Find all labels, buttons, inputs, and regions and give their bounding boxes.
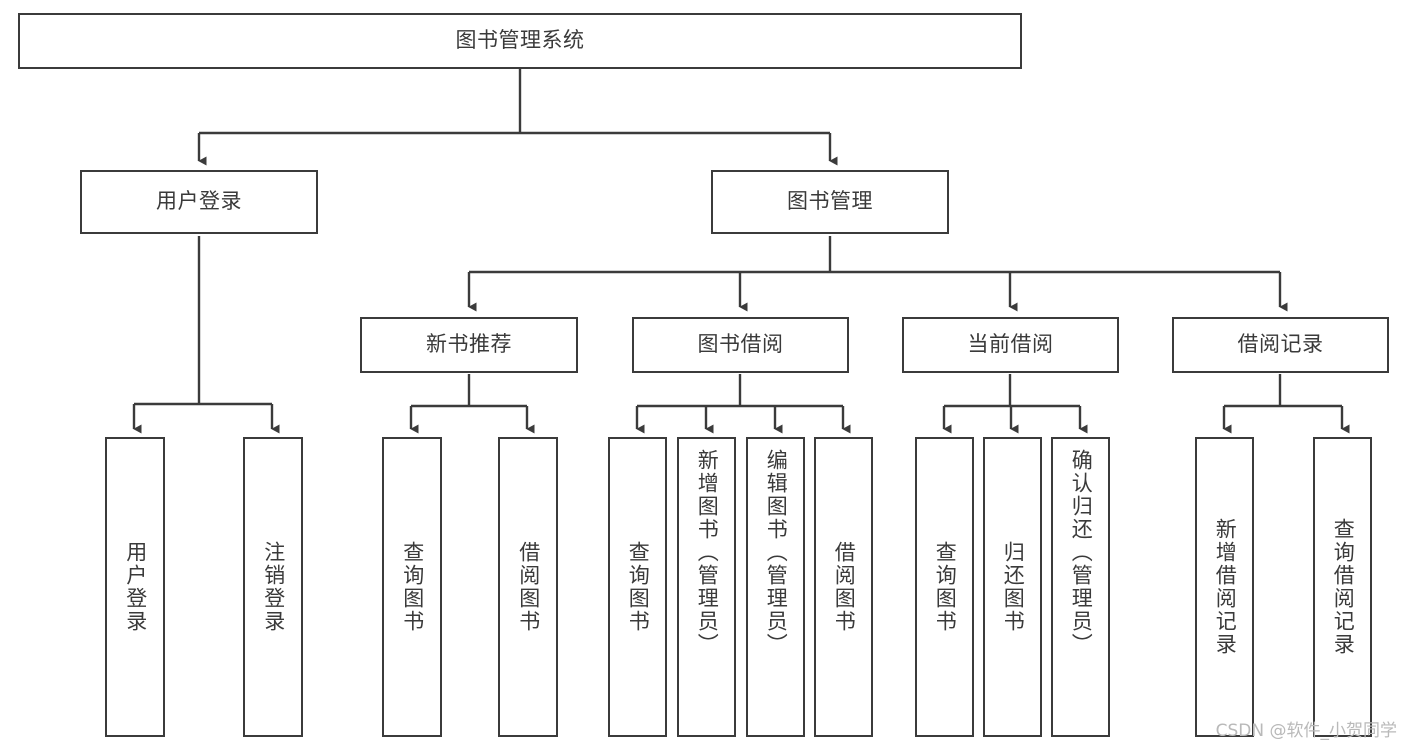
node-label: 用户登录 — [156, 189, 242, 214]
node-label: 新增借阅记录 — [1213, 518, 1238, 656]
leaf-current-borrow-return-book[interactable]: 归还图书 — [983, 437, 1042, 737]
leaf-book-borrow-borrow-book[interactable]: 借阅图书 — [814, 437, 873, 737]
node-label: 新书推荐 — [426, 332, 512, 357]
node-root-book-management-system[interactable]: 图书管理系统 — [18, 13, 1022, 69]
node-label: 借阅图书 — [516, 541, 541, 633]
node-book-management[interactable]: 图书管理 — [711, 170, 949, 234]
node-label: 查询图书 — [933, 541, 958, 633]
node-label: 注销登录 — [261, 541, 286, 633]
leaf-borrow-record-add-record[interactable]: 新增借阅记录 — [1195, 437, 1254, 737]
node-new-book-recommend[interactable]: 新书推荐 — [360, 317, 578, 373]
node-label: 查询借阅记录 — [1331, 518, 1356, 656]
node-user-login[interactable]: 用户登录 — [80, 170, 318, 234]
leaf-current-borrow-query-book[interactable]: 查询图书 — [915, 437, 974, 737]
node-label: 查询图书 — [400, 541, 425, 633]
node-book-borrow[interactable]: 图书借阅 — [632, 317, 849, 373]
node-label: 确认归还（管理员） — [1069, 449, 1094, 656]
leaf-new-book-borrow-book[interactable]: 借阅图书 — [498, 437, 558, 737]
node-label: 用户登录 — [123, 541, 148, 633]
node-label: 借阅记录 — [1237, 332, 1324, 357]
leaf-user-login-logout[interactable]: 注销登录 — [243, 437, 303, 737]
node-label: 查询图书 — [626, 541, 651, 633]
node-label: 编辑图书（管理员） — [764, 449, 789, 656]
node-label: 借阅图书 — [832, 541, 857, 633]
leaf-book-borrow-add-book-admin[interactable]: 新增图书（管理员） — [677, 437, 736, 737]
leaf-current-borrow-confirm-return-admin[interactable]: 确认归还（管理员） — [1051, 437, 1110, 737]
csdn-watermark: CSDN @软件_小贺同学 — [1215, 721, 1397, 741]
leaf-borrow-record-query-record[interactable]: 查询借阅记录 — [1313, 437, 1372, 737]
node-label: 新增图书（管理员） — [695, 449, 720, 656]
leaf-new-book-query-book[interactable]: 查询图书 — [382, 437, 442, 737]
node-label: 图书管理系统 — [455, 28, 585, 53]
node-label: 归还图书 — [1001, 541, 1026, 633]
leaf-user-login-login[interactable]: 用户登录 — [105, 437, 165, 737]
node-label: 图书借阅 — [697, 332, 784, 357]
leaf-book-borrow-query-book[interactable]: 查询图书 — [608, 437, 667, 737]
node-current-borrow[interactable]: 当前借阅 — [902, 317, 1119, 373]
leaf-book-borrow-edit-book-admin[interactable]: 编辑图书（管理员） — [746, 437, 805, 737]
node-label: 图书管理 — [787, 189, 873, 214]
node-borrow-record[interactable]: 借阅记录 — [1172, 317, 1389, 373]
node-label: 当前借阅 — [967, 332, 1054, 357]
